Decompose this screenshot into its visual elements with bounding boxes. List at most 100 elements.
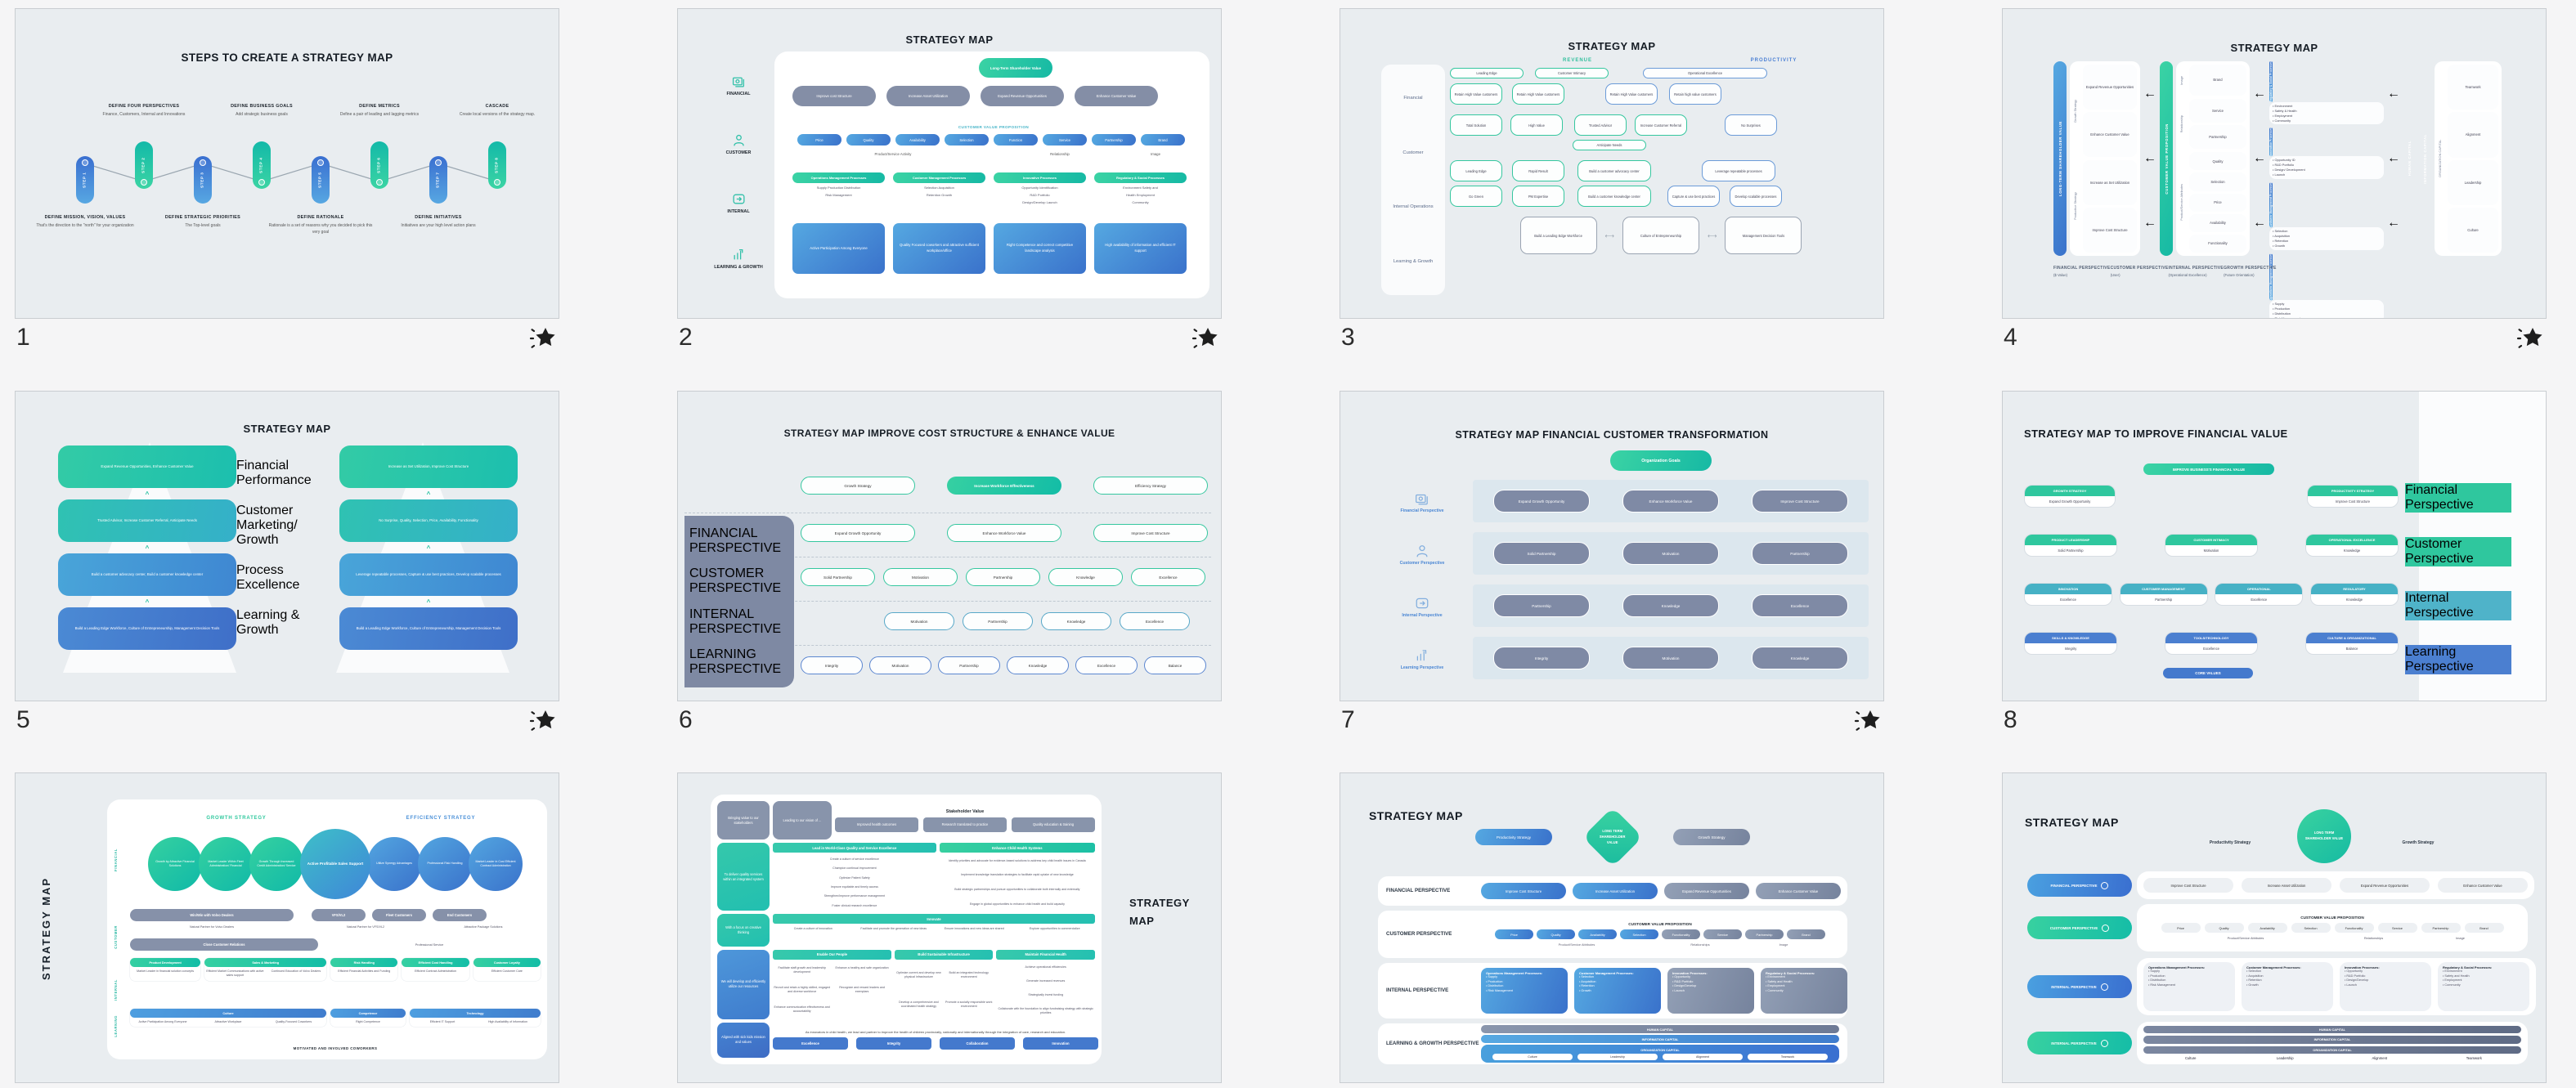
learning-box: Right Competence and correct competitive… — [994, 223, 1086, 274]
row-label: Customer — [1402, 150, 1424, 155]
section-header: Innovate — [773, 914, 1095, 925]
favorite-star-icon[interactable] — [2515, 325, 2545, 351]
slide-thumbnail-5[interactable]: STRATEGY MAP Expand Revenue Opportunitie… — [15, 391, 559, 701]
learning-box: Active Participation Among Everyone — [792, 223, 885, 274]
objective: Recruit and retain a highly skilled, eng… — [774, 986, 831, 994]
step-pill: STEP 5 — [312, 156, 330, 204]
pyramid-layout: Expand Revenue Opportunities, Enhance Cu… — [58, 445, 518, 650]
ribbon: Aligned with sick kids mission and value… — [717, 1022, 770, 1058]
productive-strategy-group: Productive Strategy Increase as Set Util… — [2073, 160, 2137, 253]
customer-pill: Functionality — [1662, 929, 1700, 939]
information-capital-bar: INFORMATION CAPITAL — [1481, 1035, 1839, 1043]
customer-pill: Service — [2377, 923, 2417, 933]
slide-thumbnail-7[interactable]: STRATEGY MAP FINANCIAL CUSTOMER TRANSFOR… — [1340, 391, 1884, 701]
slide-title: STRATEGY MAP — [1369, 809, 1463, 822]
perspective-label: Customer Perspective — [1399, 561, 1445, 566]
map-node: Retain High Value customers — [1605, 83, 1658, 105]
ring-icon — [2100, 1039, 2108, 1047]
goal-pill: Motivation — [1622, 647, 1719, 669]
goal-pill: Improve Cost Structure — [1752, 490, 1848, 513]
financial-perspective: Financial Perspective — [1383, 491, 1461, 513]
customer-pill: Close Customer Relations — [130, 938, 318, 951]
ribbon: We will develop and efficiently utilize … — [717, 949, 770, 1019]
attribute-box: Availability — [2189, 213, 2246, 232]
objective: Enhance a healthy and safe organization — [835, 965, 889, 969]
slide-thumbnail-10[interactable]: STRATEGY MAP Bringing value to our stake… — [677, 772, 1222, 1083]
process-icon — [732, 194, 745, 204]
objective: Build strategic partnerships and pursue … — [954, 888, 1080, 892]
slide-title: STRATEGY MAP — [1568, 40, 1656, 52]
objective: Improve equitable and timely access — [830, 884, 878, 889]
customer-pill: Selection — [2291, 923, 2331, 933]
slide-title: STRATEGY MAP TO IMPROVE FINANCIAL VALUE — [2024, 428, 2288, 440]
child-health-column: Enhance Child Health Systems Identify pr… — [939, 843, 1095, 911]
process-group: Operations Management ProcessesSupplyPro… — [2269, 253, 2384, 318]
slide-thumbnail-8[interactable]: STRATEGY MAP TO IMPROVE FINANCIAL VALUE … — [2002, 391, 2547, 701]
goal-pill: Improve Cost Structure — [1093, 524, 1208, 542]
ribbon: Leading to our vision of ... — [773, 801, 832, 840]
objective: Strengthen/improve performance managemen… — [824, 894, 886, 898]
capital-stack: HUMAN CAPITAL INFORMATION CAPITAL ORGANI… — [1481, 1025, 1839, 1063]
process-box: Regulatory & Social Processes:Environmen… — [2438, 962, 2529, 1011]
section-header: Maintain Financial Health — [996, 949, 1095, 960]
slide-number: 1 — [16, 324, 30, 351]
section-header: Lead in World-Class Quality and Service … — [773, 843, 936, 853]
map-node: Go Green — [1450, 186, 1502, 207]
objective: Build an integrated technology environme… — [949, 970, 989, 978]
financial-band: FINANCIAL PERSPECTIVE Improve Cost Struc… — [1378, 876, 1847, 906]
map-node: Retain High Value customers — [1512, 83, 1564, 105]
divider — [684, 601, 1211, 602]
productivity-header: PRODUCTIVITY — [1750, 58, 1797, 63]
strategy-box: Trusted Advisor, Increase Customer Refer… — [58, 499, 236, 542]
learning-band: LEARNING & GROWTH PERSPECTIVE HUMAN CAPI… — [1378, 1023, 1847, 1064]
attribute-box: Functionality — [2189, 234, 2246, 253]
slide-number: 4 — [2004, 324, 2017, 351]
favorite-star-icon[interactable] — [528, 325, 558, 351]
perspective-label: CUSTOMER PERSPECTIVE — [689, 566, 782, 596]
attribute-box: Service — [2189, 98, 2246, 123]
customer-row-2: Anticipate Needs — [1450, 140, 1872, 150]
shareholder-value-diamond: LONG TERM SHAREHOLDER VALUE — [1582, 807, 1643, 867]
slide-thumbnail-2[interactable]: STRATEGY MAP FINANCIAL CUSTOMER INTERNAL… — [677, 8, 1222, 319]
customer-pill: Service — [1703, 929, 1742, 939]
goal-pill: Integrity — [801, 656, 863, 674]
slide-thumbnail-11[interactable]: STRATEGY MAP Productivity Strategy LONG … — [1340, 772, 1884, 1083]
row-label: LEARNING & GROWTH — [714, 265, 763, 270]
slide-thumbnail-4[interactable]: STRATEGY MAP LONG-TERM SHAREHOLDER VALUE… — [2002, 8, 2547, 319]
learning-row: INTERNAL PERSPECTIVE HUMAN CAPITAL INFOR… — [2027, 1022, 2528, 1064]
slide-thumbnail-6[interactable]: STRATEGY MAP IMPROVE COST STRUCTURE & EN… — [677, 391, 1222, 701]
slide-thumbnail-3[interactable]: STRATEGY MAP REVENUE PRODUCTIVITY Financ… — [1340, 8, 1884, 319]
goal-pill: Partnership — [938, 656, 1000, 674]
financial-column: Growth Strategy Expand Revenue Opportuni… — [2070, 61, 2140, 256]
objective: Promote a socially responsible work envi… — [945, 1001, 993, 1009]
productivity-strategy-label: Productivity Strategy — [2209, 840, 2251, 845]
goal-pill: Partnership — [966, 568, 1040, 586]
slide-title: STRATEGY MAP — [40, 876, 52, 981]
favorite-star-icon[interactable] — [1191, 325, 1220, 351]
map-node: Management Decision Tools — [1725, 217, 1802, 254]
slide-title: STRATEGY MAP IMPROVE COST STRUCTURE & EN… — [783, 428, 1115, 439]
customer-perspective: Customer Perspective — [1383, 544, 1461, 566]
slide-thumbnail-9[interactable]: STRATEGY MAP FINANCIAL CUSTOMER INTERNAL… — [15, 772, 559, 1083]
favorite-star-icon[interactable] — [528, 708, 558, 734]
attribute-box: Price — [2189, 193, 2246, 212]
slide-number: 3 — [1341, 324, 1355, 351]
customer-pill: Selection — [1620, 929, 1658, 939]
favorite-star-icon[interactable] — [1853, 708, 1883, 734]
slide-thumbnail-12[interactable]: STRATEGY MAP LONG TERM SHAREHOLDER VALUE… — [2002, 772, 2547, 1083]
learning-row: Build a Leading Edge Workforce⟷Culture o… — [1450, 217, 1872, 254]
